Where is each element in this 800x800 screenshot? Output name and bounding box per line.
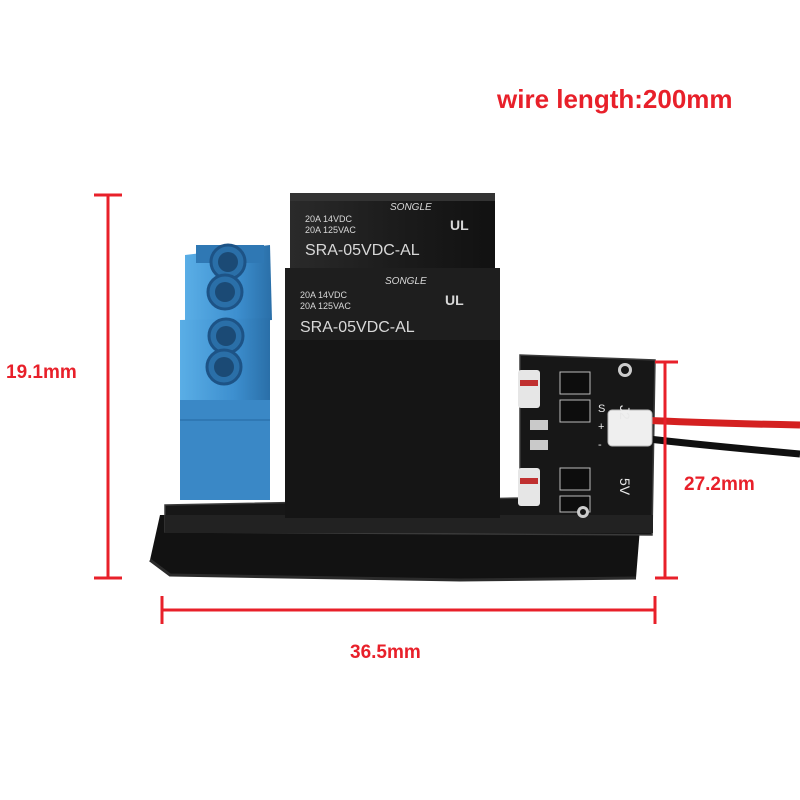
relay-rear-rating-ac: 20A 125VAC xyxy=(305,225,356,235)
relay-rear-rating-dc: 20A 14VDC xyxy=(305,214,353,224)
dimension-height-line xyxy=(94,193,122,580)
relay-rear: SONGLE 20A 14VDC 20A 125VAC UL SRA-05VDC… xyxy=(290,193,495,273)
pcb-components: J2 5V S + - xyxy=(518,363,633,518)
wire-length-title: wire length:200mm xyxy=(497,84,733,114)
dimension-depth-line xyxy=(655,360,678,580)
relay-front-cert: UL xyxy=(445,292,464,308)
dimension-height-label: 19.1mm xyxy=(6,362,77,383)
pcb-pin-s: S xyxy=(598,403,605,415)
dimension-depth-label: 27.2mm xyxy=(684,474,755,495)
dimension-width-label: 36.5mm xyxy=(350,642,421,663)
pcb-pin-plus: + xyxy=(598,421,604,433)
relay-front-brand: SONGLE xyxy=(385,276,427,287)
pcb-label-connector: J2 xyxy=(617,405,633,420)
relay-front: SONGLE 20A 14VDC 20A 125VAC UL SRA-05VDC… xyxy=(285,268,500,518)
relay-front-model: SRA-05VDC-AL xyxy=(300,319,415,336)
pcb-edge xyxy=(165,515,653,533)
relay-front-rating-ac: 20A 125VAC xyxy=(300,301,351,311)
relay-rear-model: SRA-05VDC-AL xyxy=(305,242,420,259)
wire-red xyxy=(639,416,800,429)
pcb-label-voltage: 5V xyxy=(617,478,633,496)
relay-front-rating-dc: 20A 14VDC xyxy=(300,290,348,300)
relay-rear-cert: UL xyxy=(450,217,469,233)
wire-black xyxy=(639,434,800,458)
relay-rear-brand: SONGLE xyxy=(390,202,432,213)
terminal-block-upper xyxy=(185,243,272,325)
dimension-width-line xyxy=(160,596,657,624)
foam-pad-edge xyxy=(149,558,637,582)
terminal-block-lower xyxy=(180,317,270,500)
pcb-pin-minus: - xyxy=(598,439,602,451)
wire-connector xyxy=(607,409,653,447)
